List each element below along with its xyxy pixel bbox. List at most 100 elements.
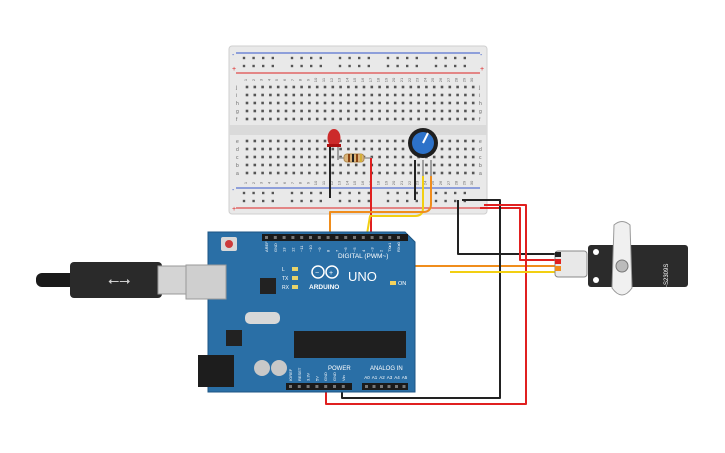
breadboard-hole[interactable] <box>393 117 397 121</box>
breadboard-hole[interactable] <box>362 147 366 151</box>
header-pin[interactable] <box>372 385 376 388</box>
rail-hole[interactable] <box>271 64 274 68</box>
breadboard-hole[interactable] <box>393 171 397 175</box>
breadboard-hole[interactable] <box>448 109 452 113</box>
header-pin[interactable] <box>289 385 292 388</box>
breadboard-hole[interactable] <box>347 139 350 143</box>
breadboard-hole[interactable] <box>386 93 389 97</box>
rail-hole[interactable] <box>386 199 390 203</box>
breadboard-hole[interactable] <box>378 117 381 121</box>
breadboard-hole[interactable] <box>386 101 389 105</box>
breadboard-hole[interactable] <box>323 85 327 89</box>
breadboard-hole[interactable] <box>362 171 366 175</box>
header-pin[interactable] <box>370 236 374 239</box>
rail-hole[interactable] <box>444 64 447 68</box>
breadboard-hole[interactable] <box>425 85 428 89</box>
breadboard-hole[interactable] <box>417 117 420 121</box>
header-pin[interactable] <box>402 385 406 388</box>
breadboard-hole[interactable] <box>323 139 327 143</box>
breadboard-hole[interactable] <box>261 85 264 89</box>
breadboard-hole[interactable] <box>440 171 444 175</box>
breadboard-hole[interactable] <box>269 109 272 113</box>
breadboard-hole[interactable] <box>284 93 288 97</box>
breadboard-hole[interactable] <box>253 93 257 97</box>
breadboard-hole[interactable] <box>292 109 296 113</box>
breadboard-hole[interactable] <box>300 163 303 167</box>
breadboard-hole[interactable] <box>409 163 413 167</box>
breadboard-hole[interactable] <box>393 101 397 105</box>
rail-hole[interactable] <box>262 199 265 203</box>
rail-hole[interactable] <box>454 56 457 60</box>
breadboard-hole[interactable] <box>432 109 436 113</box>
rail-hole[interactable] <box>319 56 322 60</box>
rail-hole[interactable] <box>406 199 409 203</box>
breadboard-hole[interactable] <box>464 171 467 175</box>
rail-hole[interactable] <box>386 56 390 60</box>
breadboard-hole[interactable] <box>339 85 342 89</box>
rail-hole[interactable] <box>463 64 466 68</box>
breadboard-hole[interactable] <box>440 147 444 151</box>
breadboard-hole[interactable] <box>347 163 350 167</box>
rail-hole[interactable] <box>262 191 265 195</box>
breadboard-hole[interactable] <box>401 139 405 143</box>
breadboard-hole[interactable] <box>269 93 272 97</box>
rail-hole[interactable] <box>386 191 390 195</box>
breadboard-hole[interactable] <box>425 93 428 97</box>
rail-hole[interactable] <box>348 191 351 195</box>
rail-hole[interactable] <box>310 56 313 60</box>
breadboard-hole[interactable] <box>456 101 459 105</box>
rail-hole[interactable] <box>348 199 351 203</box>
breadboard-hole[interactable] <box>323 93 327 97</box>
breadboard-hole[interactable] <box>456 171 459 175</box>
breadboard-hole[interactable] <box>331 117 335 121</box>
breadboard-hole[interactable] <box>362 117 366 121</box>
breadboard-hole[interactable] <box>440 85 444 89</box>
breadboard-hole[interactable] <box>471 93 475 97</box>
breadboard-hole[interactable] <box>300 139 303 143</box>
breadboard-hole[interactable] <box>370 147 374 151</box>
breadboard-hole[interactable] <box>292 147 296 151</box>
breadboard-hole[interactable] <box>409 85 413 89</box>
breadboard-hole[interactable] <box>308 155 311 159</box>
header-pin[interactable] <box>353 236 356 239</box>
rail-hole[interactable] <box>300 56 303 60</box>
breadboard-hole[interactable] <box>456 163 459 167</box>
breadboard-hole[interactable] <box>401 147 405 151</box>
header-pin[interactable] <box>365 385 368 388</box>
breadboard-hole[interactable] <box>315 101 319 105</box>
breadboard-hole[interactable] <box>440 155 444 159</box>
breadboard-hole[interactable] <box>308 85 311 89</box>
header-pin[interactable] <box>388 236 392 239</box>
breadboard-hole[interactable] <box>456 147 459 151</box>
breadboard-hole[interactable] <box>471 171 475 175</box>
breadboard-hole[interactable] <box>261 139 264 143</box>
breadboard-hole[interactable] <box>308 171 311 175</box>
breadboard-hole[interactable] <box>284 85 288 89</box>
rail-hole[interactable] <box>262 64 265 68</box>
rail-hole[interactable] <box>252 191 255 195</box>
breadboard-hole[interactable] <box>339 93 342 97</box>
rail-hole[interactable] <box>358 199 361 203</box>
breadboard-hole[interactable] <box>354 93 358 97</box>
breadboard-hole[interactable] <box>347 93 350 97</box>
breadboard-hole[interactable] <box>308 139 311 143</box>
breadboard-hole[interactable] <box>339 139 342 143</box>
breadboard-hole[interactable] <box>393 155 397 159</box>
rail-hole[interactable] <box>319 191 322 195</box>
breadboard-hole[interactable] <box>276 93 280 97</box>
rail-hole[interactable] <box>434 64 438 68</box>
breadboard-hole[interactable] <box>339 101 342 105</box>
breadboard-hole[interactable] <box>253 147 257 151</box>
header-pin[interactable] <box>380 385 383 388</box>
breadboard-hole[interactable] <box>362 101 366 105</box>
breadboard-hole[interactable] <box>401 109 405 113</box>
breadboard-hole[interactable] <box>253 117 257 121</box>
breadboard-hole[interactable] <box>393 147 397 151</box>
breadboard-hole[interactable] <box>425 101 428 105</box>
header-pin[interactable] <box>315 385 319 388</box>
breadboard-hole[interactable] <box>354 139 358 143</box>
breadboard-hole[interactable] <box>339 155 342 159</box>
rail-hole[interactable] <box>338 64 342 68</box>
rail-hole[interactable] <box>396 199 399 203</box>
breadboard-hole[interactable] <box>339 163 342 167</box>
